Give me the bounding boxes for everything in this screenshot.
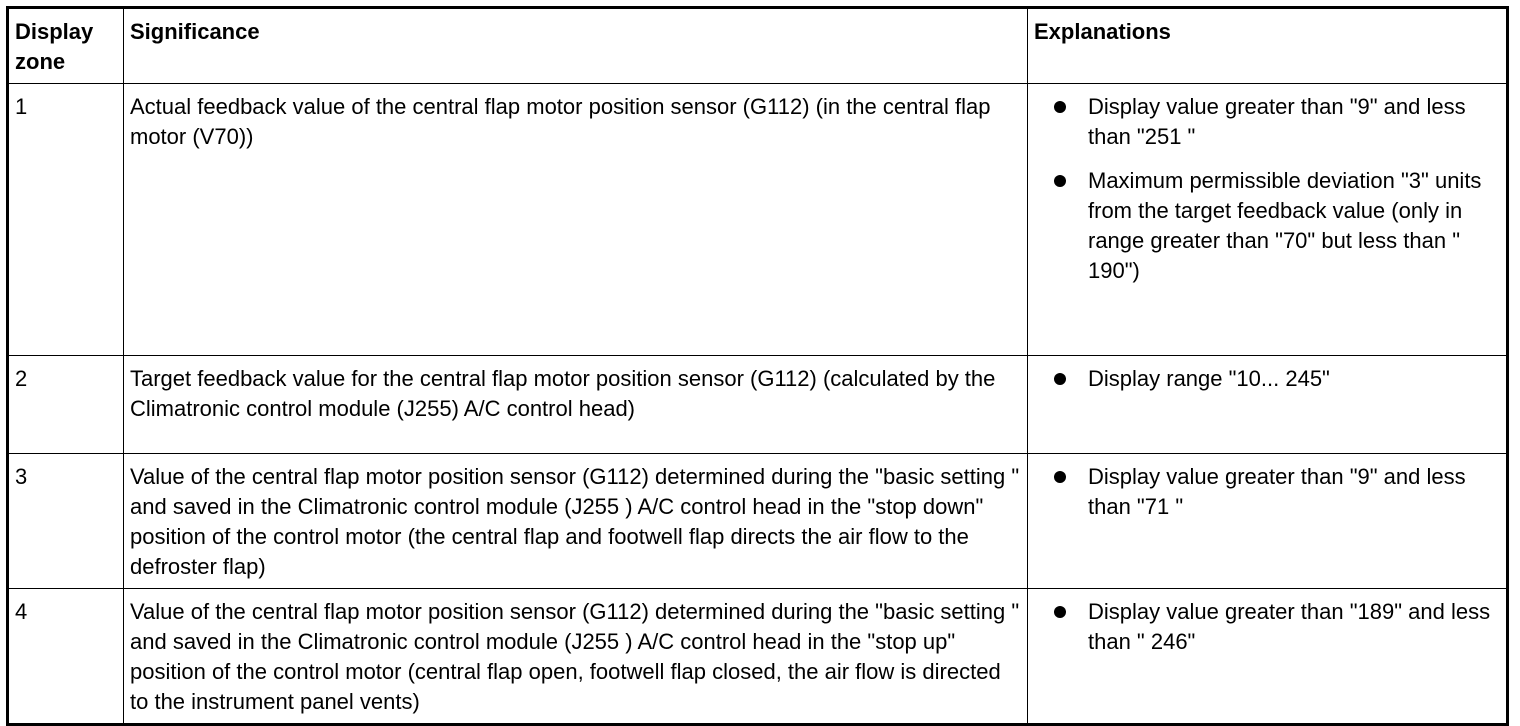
zone-cell: 1 — [7, 83, 124, 356]
header-explanations: Explanations — [1027, 7, 1508, 84]
table-row: 4 Value of the central flap motor positi… — [7, 588, 1508, 725]
explanations-list: Display value greater than "9" and less … — [1034, 92, 1500, 286]
explanations-list: Display range "10... 245" — [1034, 364, 1500, 394]
bullet-icon — [1054, 101, 1066, 113]
explanations-cell: Display range "10... 245" — [1027, 355, 1508, 454]
zone-cell: 4 — [7, 588, 124, 725]
explanation-text: Display value greater than "9" and less … — [1088, 464, 1466, 519]
zone-cell: 2 — [7, 355, 124, 454]
explanations-list: Display value greater than "189" and les… — [1034, 597, 1500, 657]
display-zone-table: Display zone Significance Explanations 1… — [6, 6, 1509, 726]
significance-cell: Actual feedback value of the central fla… — [123, 83, 1028, 356]
table-row: 2 Target feedback value for the central … — [7, 355, 1508, 454]
explanations-cell: Display value greater than "9" and less … — [1027, 83, 1508, 356]
explanation-text: Display range "10... 245" — [1088, 366, 1330, 391]
bullet-icon — [1054, 606, 1066, 618]
explanations-cell: Display value greater than "9" and less … — [1027, 453, 1508, 589]
explanation-text: Display value greater than "189" and les… — [1088, 599, 1491, 654]
significance-cell: Value of the central flap motor position… — [123, 453, 1028, 589]
significance-cell: Target feedback value for the central fl… — [123, 355, 1028, 454]
header-display-zone: Display zone — [7, 7, 124, 84]
table-row: 3 Value of the central flap motor positi… — [7, 453, 1508, 589]
bullet-icon — [1054, 175, 1066, 187]
header-display-zone-line2: zone — [15, 49, 66, 74]
explanation-text: Maximum permissible deviation "3" units … — [1088, 168, 1482, 283]
explanation-item: Maximum permissible deviation "3" units … — [1034, 166, 1500, 286]
explanation-item: Display range "10... 245" — [1034, 364, 1500, 394]
bullet-icon — [1054, 471, 1066, 483]
table-header-row: Display zone Significance Explanations — [7, 7, 1508, 84]
header-significance: Significance — [123, 7, 1028, 84]
explanation-text: Display value greater than "9" and less … — [1088, 94, 1466, 149]
explanation-item: Display value greater than "189" and les… — [1034, 597, 1500, 657]
explanation-item: Display value greater than "9" and less … — [1034, 462, 1500, 522]
table-row: 1 Actual feedback value of the central f… — [7, 83, 1508, 356]
explanation-item: Display value greater than "9" and less … — [1034, 92, 1500, 152]
explanations-cell: Display value greater than "189" and les… — [1027, 588, 1508, 725]
bullet-icon — [1054, 373, 1066, 385]
zone-cell: 3 — [7, 453, 124, 589]
significance-cell: Value of the central flap motor position… — [123, 588, 1028, 725]
explanations-list: Display value greater than "9" and less … — [1034, 462, 1500, 522]
header-display-zone-line1: Display — [15, 19, 94, 44]
